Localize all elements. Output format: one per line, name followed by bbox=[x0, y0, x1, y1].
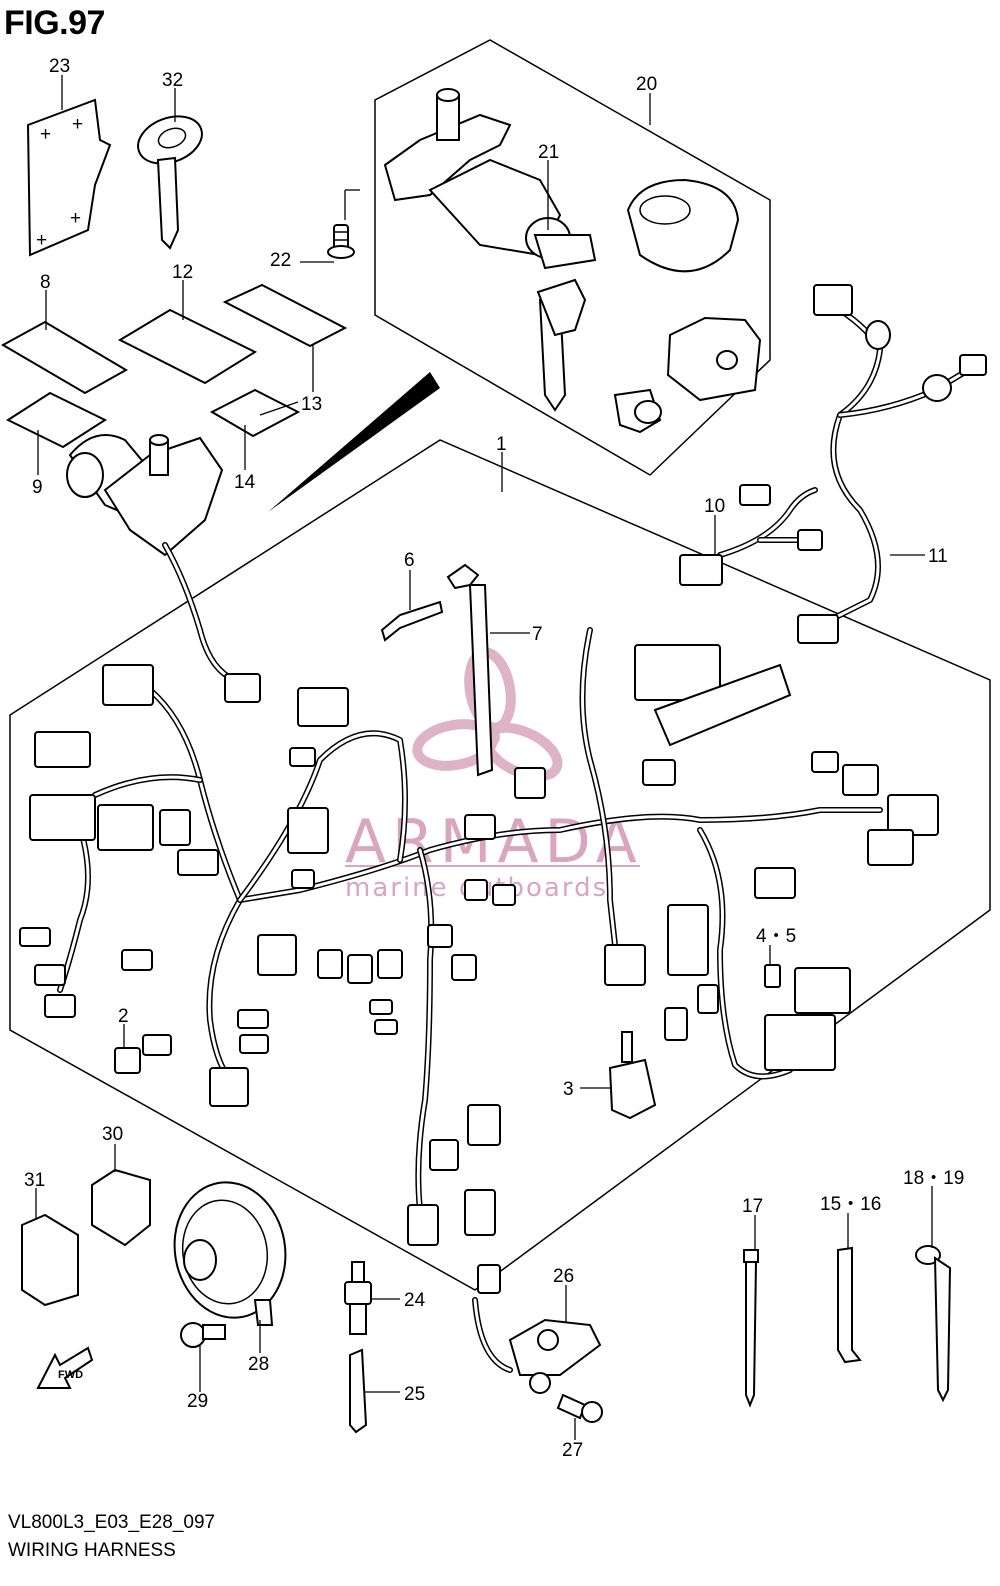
part-25-plug bbox=[349, 1348, 368, 1434]
part-13-label bbox=[222, 283, 348, 348]
callout-13: 13 bbox=[301, 394, 322, 415]
part-23-plate: + + + + bbox=[26, 98, 112, 257]
part-9-label bbox=[5, 391, 108, 449]
part-8-label bbox=[0, 320, 129, 395]
figure-code: VL800L3_E03_E28_097 bbox=[8, 1512, 216, 1533]
svg-text:+: + bbox=[40, 124, 51, 145]
callout-3: 3 bbox=[563, 1079, 574, 1100]
part-18-19-tie bbox=[915, 1245, 952, 1403]
part-24-switch bbox=[344, 1261, 372, 1335]
callout-4-5: 4・5 bbox=[756, 926, 796, 947]
callout-25: 25 bbox=[404, 1384, 425, 1405]
callout-20: 20 bbox=[636, 74, 657, 95]
part-27-bolt bbox=[556, 1393, 603, 1423]
callout-14: 14 bbox=[234, 472, 256, 493]
callout-10: 10 bbox=[704, 496, 725, 517]
callout-32: 32 bbox=[162, 70, 183, 91]
part-29-bolt bbox=[180, 1322, 226, 1348]
fwd-direction-arrow: FWD bbox=[36, 1346, 94, 1389]
part-2-connector bbox=[114, 1047, 141, 1074]
part-6-clamp bbox=[380, 600, 444, 642]
fwd-label: FWD bbox=[58, 1369, 83, 1381]
callout-29: 29 bbox=[187, 1391, 208, 1412]
harness-group-outline bbox=[9, 439, 991, 1291]
steering-lock-assembly bbox=[66, 434, 261, 703]
callout-11: 11 bbox=[928, 546, 948, 567]
callout-8: 8 bbox=[40, 272, 51, 293]
part-3-sensor bbox=[608, 1031, 657, 1120]
figure-title: FIG.97 bbox=[4, 4, 105, 42]
part-11-harness bbox=[797, 284, 987, 644]
callout-24: 24 bbox=[404, 1290, 426, 1311]
ignition-switch-assembly bbox=[383, 88, 597, 412]
svg-text:+: + bbox=[72, 114, 83, 135]
part-30-relay bbox=[91, 1168, 151, 1247]
part-26-sensor bbox=[508, 1318, 602, 1394]
callout-1: 1 bbox=[496, 434, 507, 455]
callout-28: 28 bbox=[248, 1354, 269, 1375]
callout-23: 23 bbox=[49, 56, 70, 77]
callout-labels: 23 32 8 12 22 13 14 9 20 21 1 6 7 10 11 … bbox=[24, 56, 964, 1461]
callout-31: 31 bbox=[24, 1170, 45, 1191]
main-wiring-harness bbox=[19, 627, 939, 1373]
part-7-band bbox=[446, 563, 494, 777]
part-14-label bbox=[209, 388, 301, 438]
svg-text:+: + bbox=[70, 208, 81, 229]
callout-30: 30 bbox=[102, 1124, 123, 1145]
figure-name: WIRING HARNESS bbox=[8, 1540, 176, 1561]
part-32-key bbox=[137, 115, 203, 250]
part-10-harness bbox=[679, 484, 823, 586]
part-17-tie bbox=[743, 1249, 759, 1408]
callout-9: 9 bbox=[32, 477, 43, 498]
part-22-screw bbox=[327, 224, 355, 259]
callout-7: 7 bbox=[532, 624, 543, 645]
callout-21: 21 bbox=[538, 142, 559, 163]
callout-leaders bbox=[35, 75, 933, 1440]
callout-2: 2 bbox=[118, 1006, 129, 1027]
part-31-relay bbox=[21, 1213, 79, 1307]
callout-22: 22 bbox=[270, 250, 291, 271]
callout-12: 12 bbox=[172, 262, 193, 283]
part-28-horn bbox=[173, 1181, 287, 1326]
callout-27: 27 bbox=[562, 1440, 583, 1461]
ignition-cover bbox=[613, 178, 762, 434]
svg-text:+: + bbox=[36, 230, 47, 251]
part-12-label bbox=[117, 308, 258, 385]
callout-18-19: 18・19 bbox=[903, 1168, 964, 1189]
callout-6: 6 bbox=[404, 550, 415, 571]
callout-15-16: 15・16 bbox=[820, 1194, 881, 1215]
callout-17: 17 bbox=[742, 1196, 763, 1217]
callout-26: 26 bbox=[553, 1266, 574, 1287]
ignition-group-outline bbox=[374, 39, 771, 476]
part-15-16-tie bbox=[837, 1246, 862, 1364]
assembly-direction-arrow bbox=[268, 372, 440, 512]
